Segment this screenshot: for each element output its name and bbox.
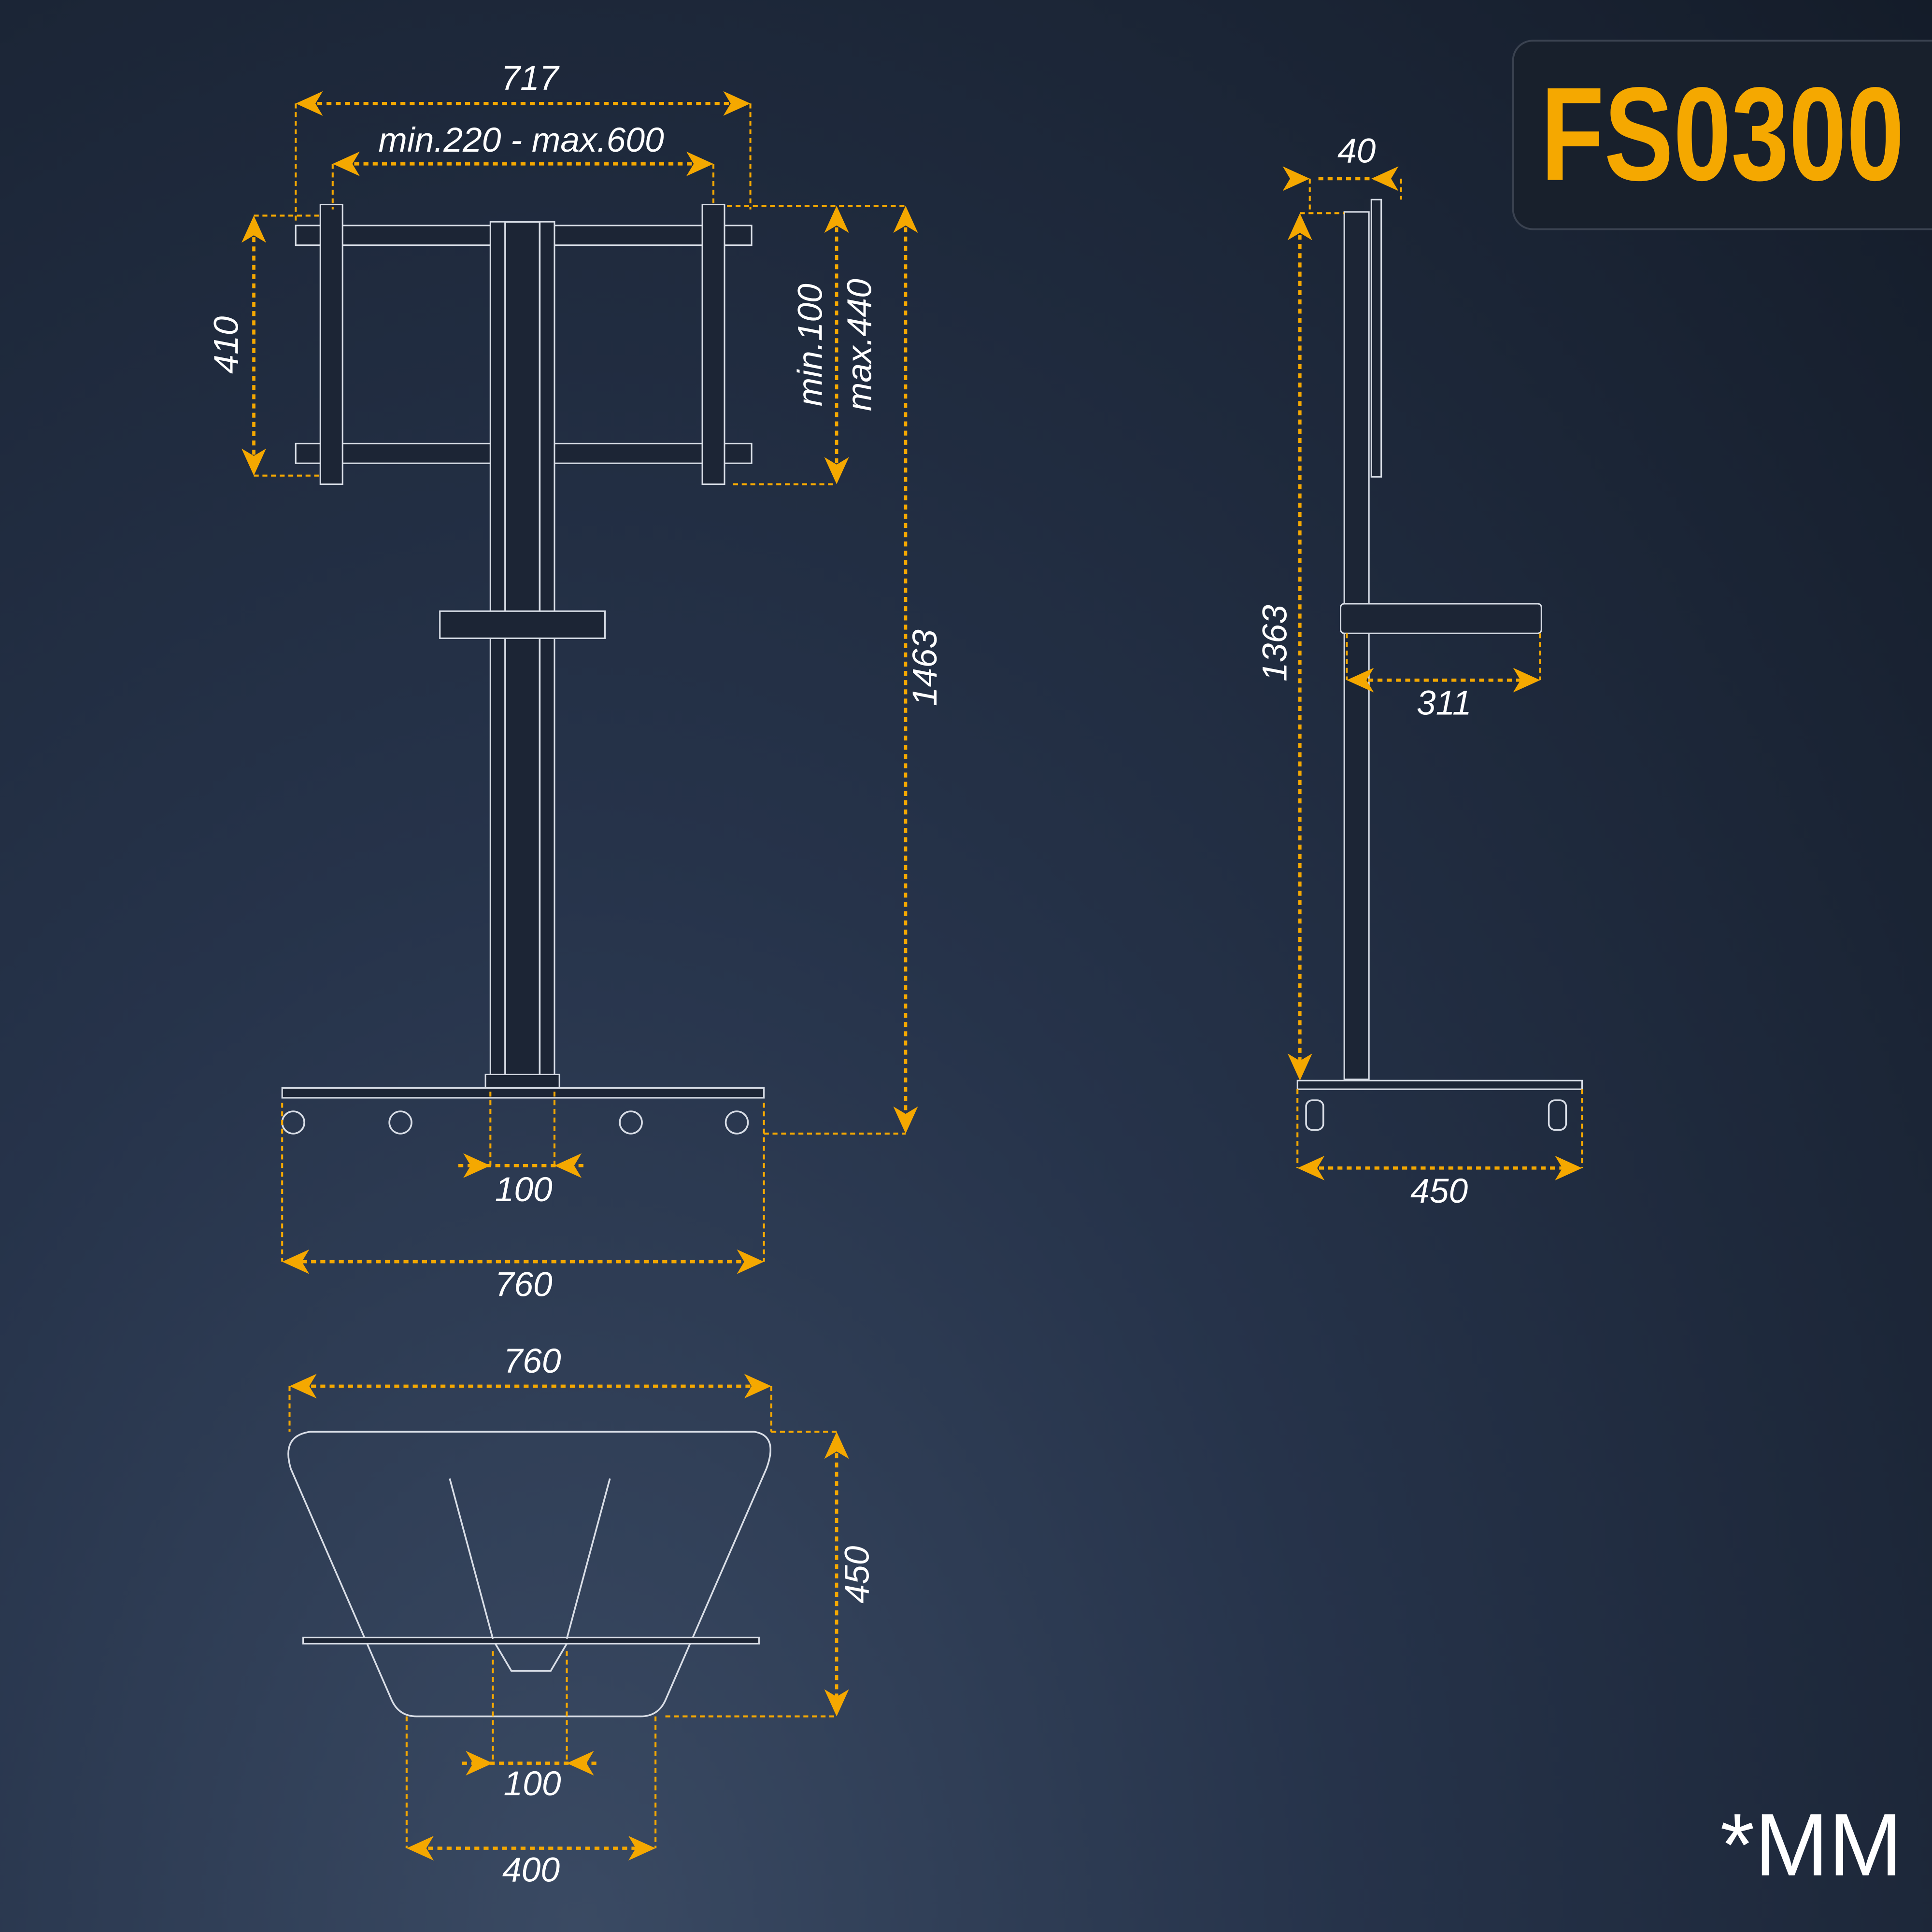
- caster-wheels: [281, 1110, 749, 1135]
- label-top-depth: 450: [838, 1546, 876, 1603]
- label-base-depth: 450: [1410, 1172, 1468, 1210]
- label-vesa-height-min: min.100: [791, 284, 830, 406]
- top-view-base: [287, 1431, 771, 1718]
- side-view-stand: [1296, 199, 1583, 1131]
- label-base-width: 760: [495, 1265, 553, 1304]
- label-shelf-depth: 311: [1417, 684, 1472, 723]
- dimension-lines: [252, 101, 1570, 1850]
- model-title: FS0300: [1541, 60, 1904, 209]
- label-top-column-width: 100: [503, 1764, 561, 1803]
- extension-lines: [254, 103, 1583, 1848]
- label-vesa-width: min.220 - max.600: [378, 121, 664, 159]
- label-rear-width: 400: [502, 1850, 560, 1889]
- label-top-width: 760: [503, 1342, 561, 1380]
- dimension-labels: 717 min.220 - max.600 410 min.100 max.44…: [207, 59, 1471, 1889]
- label-bracket-height: 410: [207, 316, 245, 373]
- label-overall-width: 717: [501, 59, 559, 98]
- front-view-stand: [281, 203, 765, 1135]
- unit-note: *MM: [1720, 1795, 1902, 1894]
- label-total-height: 1463: [906, 629, 944, 706]
- model-badge: FS0300: [1512, 40, 1932, 230]
- label-column-width: 100: [495, 1170, 553, 1209]
- label-column-depth: 40: [1337, 132, 1376, 170]
- label-vesa-height-max: max.440: [840, 279, 879, 411]
- label-side-height: 1363: [1255, 605, 1294, 682]
